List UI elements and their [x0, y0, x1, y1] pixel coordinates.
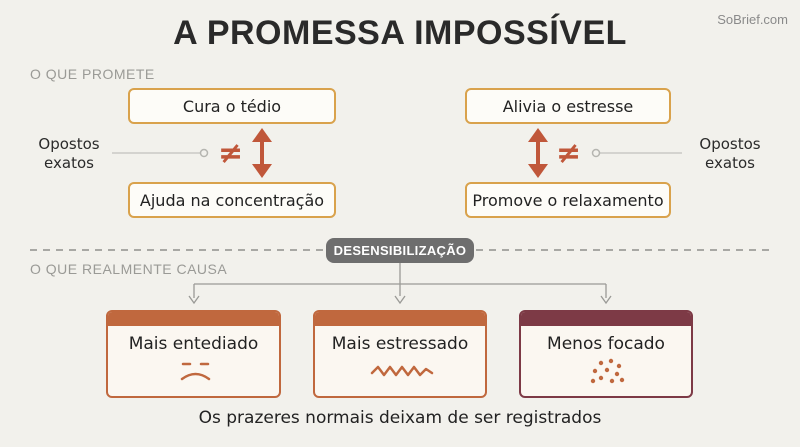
connector-dot-left: [199, 148, 209, 158]
double-arrow-icon-right: [528, 128, 548, 178]
promise-box-relaxation: Promove o relaxamento: [465, 182, 671, 218]
promise-box-cure-boredom: Cura o tédio: [128, 88, 336, 124]
opposites-label-right: Opostos exatos: [699, 135, 761, 172]
zigzag-icon: [370, 365, 434, 377]
effect-card-header: [108, 312, 279, 326]
arrow-down-icon-1: [188, 295, 200, 305]
double-arrow-icon-left: [252, 128, 272, 178]
not-equal-icon-left: ≠: [218, 136, 244, 171]
arrow-down-icon-2: [394, 295, 406, 305]
promise-box-concentration: Ajuda na concentração: [128, 182, 336, 218]
arrow-down-icon-3: [600, 295, 612, 305]
connector-dot-right: [591, 148, 601, 158]
not-equal-icon-right: ≠: [556, 136, 582, 171]
effect-card-unfocused: Menos focado: [519, 310, 693, 398]
opposites-label-left: Opostos exatos: [38, 135, 100, 172]
promise-box-relieve-stress: Alivia o estresse: [465, 88, 671, 124]
footer-caption: Os prazeres normais deixam de ser regist…: [198, 408, 602, 428]
promise-section-label: O QUE PROMETE: [30, 66, 155, 82]
brand-watermark: SoBrief.com: [717, 12, 788, 27]
effect-card-stressed: Mais estressado: [313, 310, 487, 398]
page-title: A PROMESSA IMPOSSÍVEL: [173, 14, 627, 52]
effect-card-bored: Mais entediado: [106, 310, 281, 398]
effect-label: Mais estressado: [331, 334, 469, 354]
desensitization-badge: DESENSIBILIZAÇÃO: [326, 238, 474, 263]
effect-label: Menos focado: [547, 334, 665, 354]
frown-face-icon: [180, 362, 211, 381]
effect-card-header: [315, 312, 485, 326]
effect-card-header: [521, 312, 691, 326]
effect-label: Mais entediado: [128, 334, 259, 354]
scattered-dots-icon: [590, 358, 625, 384]
reality-section-label: O QUE REALMENTE CAUSA: [30, 261, 228, 277]
